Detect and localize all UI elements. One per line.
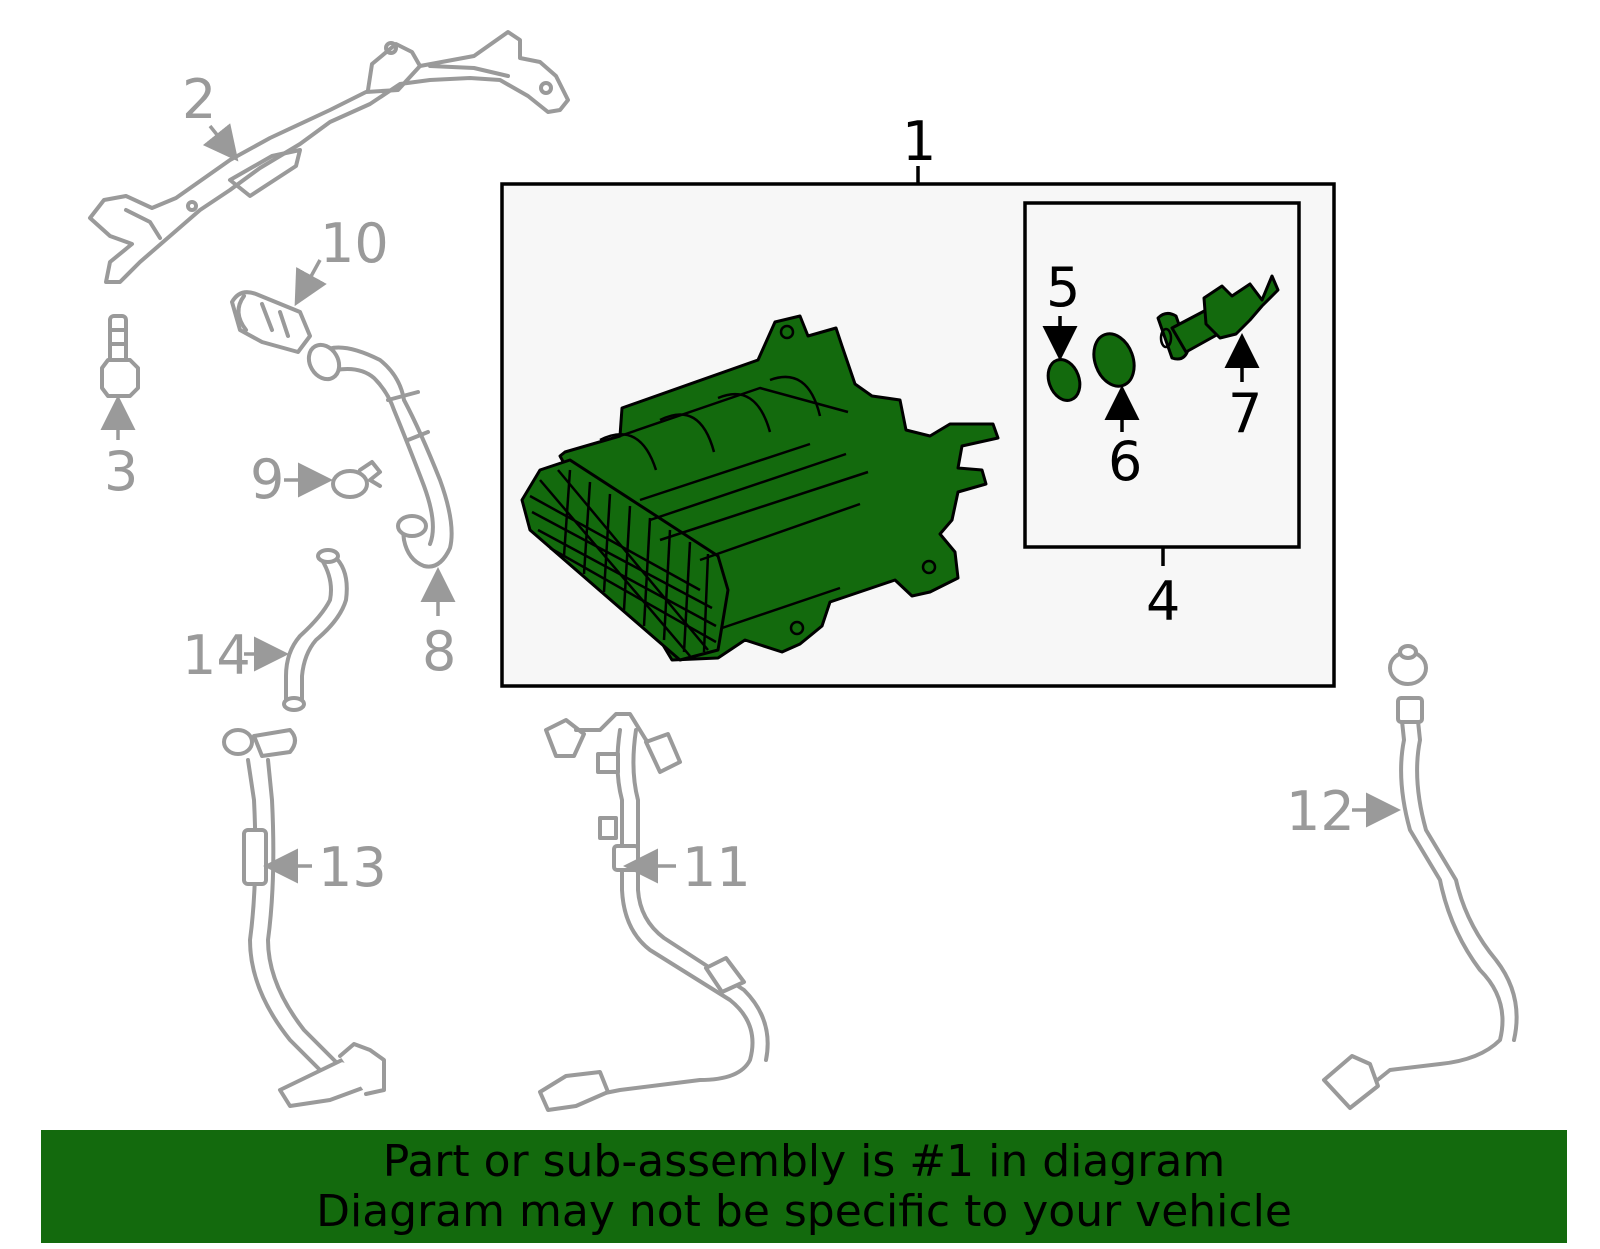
callout-5: 5 xyxy=(1046,256,1080,319)
callout-9: 9 xyxy=(250,448,284,511)
callout-3: 3 xyxy=(104,440,138,503)
black-leader-lines xyxy=(1042,316,1260,432)
info-banner: Part or sub-assembly is #1 in diagram Di… xyxy=(41,1130,1567,1243)
banner-line-1: Part or sub-assembly is #1 in diagram xyxy=(382,1135,1226,1187)
canister-ribs xyxy=(599,375,869,630)
callout-1: 1 xyxy=(902,110,936,173)
hose-8 xyxy=(306,342,454,569)
callout-14: 14 xyxy=(182,624,251,687)
hose-14 xyxy=(282,548,349,712)
evap-canister xyxy=(520,314,1000,662)
banner-line-2: Diagram may not be specific to your vehi… xyxy=(316,1185,1292,1237)
bolt-3 xyxy=(100,314,140,398)
callout-2: 2 xyxy=(182,68,216,131)
callout-8: 8 xyxy=(422,620,456,683)
callout-7: 7 xyxy=(1228,382,1262,445)
callout-11: 11 xyxy=(682,836,751,899)
callout-4: 4 xyxy=(1146,570,1180,633)
callout-12: 12 xyxy=(1286,780,1355,843)
callout-6: 6 xyxy=(1108,430,1142,493)
callout-10: 10 xyxy=(320,212,389,275)
clamp-9 xyxy=(331,460,382,499)
bracket-2 xyxy=(88,30,570,284)
valve-fitting-7 xyxy=(1156,274,1280,361)
hose-13 xyxy=(222,728,386,1108)
canister-grid xyxy=(529,469,717,657)
hose-assembly-11 xyxy=(538,712,770,1112)
callout-13: 13 xyxy=(318,836,387,899)
gray-leader-lines xyxy=(100,123,1401,884)
hose-12 xyxy=(1322,644,1519,1110)
valve-10 xyxy=(230,290,312,354)
sub-assembly-box xyxy=(1023,201,1301,566)
